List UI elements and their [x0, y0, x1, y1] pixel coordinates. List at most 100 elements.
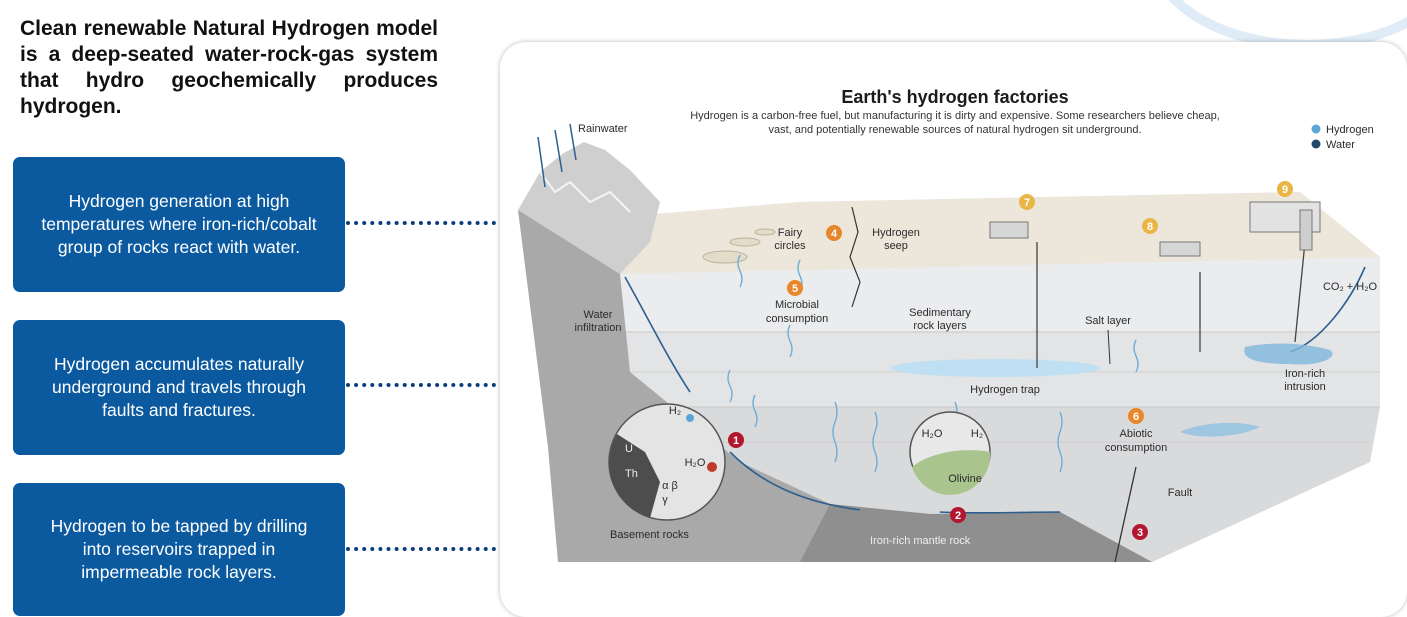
diagram-panel: Earth's hydrogen factories Hydrogen is a… — [500, 42, 1407, 617]
legend-hydrogen-swatch — [1311, 124, 1321, 134]
marker-5-label: 5 — [792, 283, 798, 295]
factory-tank-icon — [1299, 209, 1313, 251]
label-alpha-beta: α β — [662, 480, 678, 492]
connector-dots — [346, 547, 496, 551]
label-fairy-circles: circles — [774, 240, 806, 252]
headline: Clean renewable Natural Hydrogen model i… — [20, 17, 438, 118]
hydrogen-trap-reservoir — [890, 359, 1100, 377]
label-uranium: U — [625, 443, 633, 455]
label-sedimentary-layers: rock layers — [913, 320, 967, 332]
facility-icon — [989, 221, 1029, 239]
label-water-infiltration: infiltration — [574, 322, 621, 334]
label-microbial-consumption: Microbial — [775, 299, 819, 311]
marker-9 — [1277, 181, 1293, 197]
hydrogen-rise — [872, 411, 878, 473]
marker-3-label: 3 — [1137, 527, 1143, 539]
info-card-text: Hydrogen accumulates naturally undergrou… — [52, 354, 306, 420]
hydrogen-rise — [1057, 411, 1063, 473]
label-gamma: γ — [662, 494, 668, 506]
seep-fault — [849, 206, 861, 308]
water-flow — [624, 276, 691, 393]
fairy-circle — [729, 237, 761, 247]
marker-7-label: 7 — [1024, 197, 1030, 209]
label-h2o-molecule: H₂O — [922, 428, 943, 440]
hydrogen-rise — [832, 401, 838, 463]
intrusion-branch — [1180, 422, 1260, 437]
marker-6-label: 6 — [1133, 411, 1139, 423]
radiolysis-rock — [609, 434, 660, 518]
marker-8 — [1142, 218, 1158, 234]
rain-line — [554, 129, 563, 173]
diagram-subtitle-line2: vast, and potentially renewable sources … — [768, 124, 1141, 136]
hydrogen-rise — [737, 254, 743, 288]
label-rainwater: Rainwater — [578, 123, 628, 135]
mantle-rock-area — [800, 504, 1152, 562]
connector-dots — [346, 383, 496, 387]
marker-2-label: 2 — [955, 510, 961, 522]
marker-1 — [728, 432, 744, 448]
label-iron-rich-intrusion: Iron-rich — [1285, 368, 1325, 380]
label-basement-rocks: Basement rocks — [610, 529, 689, 541]
drill-well — [1294, 241, 1306, 343]
marker-4-label: 4 — [831, 228, 838, 240]
marker-5 — [787, 280, 803, 296]
label-hydrogen-trap: Hydrogen trap — [970, 384, 1040, 396]
hydrogen-molecule-icon — [686, 414, 694, 422]
info-card-generation: Hydrogen generation at high temperatures… — [13, 157, 345, 292]
info-card-drilling: Hydrogen to be tapped by drilling into r… — [13, 483, 345, 616]
rain-line — [537, 136, 546, 188]
marker-8-label: 8 — [1147, 221, 1153, 233]
rain-line — [569, 123, 577, 161]
legend-water-label: Water — [1326, 139, 1355, 151]
connector-dots — [346, 221, 496, 225]
hydrogen-rise — [1133, 339, 1139, 373]
diagram-title: Earth's hydrogen factories — [841, 87, 1068, 107]
mountain-ridge — [539, 171, 631, 213]
label-olivine: Olivine — [948, 473, 982, 485]
hydrogen-rise — [727, 369, 733, 403]
info-card-text: Hydrogen generation at high temperatures… — [41, 191, 317, 257]
hydrogen-factories-diagram: Earth's hydrogen factories Hydrogen is a… — [518, 87, 1380, 563]
fault-line — [1114, 466, 1137, 563]
label-co2-h2o: CO₂ + H₂O — [1323, 281, 1378, 293]
salt-leader — [1107, 329, 1111, 365]
label-abiotic-consumption: Abiotic — [1119, 428, 1153, 440]
marker-6 — [1128, 408, 1144, 424]
olivine-area — [912, 450, 991, 495]
hydrogen-rise — [787, 324, 793, 358]
label-sedimentary-layers: Sedimentary — [909, 307, 971, 319]
label-h2-molecule: H₂ — [971, 428, 983, 440]
info-card-accumulation: Hydrogen accumulates naturally undergrou… — [13, 320, 345, 455]
label-fault: Fault — [1168, 487, 1192, 499]
label-microbial-consumption: consumption — [766, 313, 828, 325]
marker-9-label: 9 — [1282, 184, 1288, 196]
label-hydrogen-seep: Hydrogen — [872, 227, 920, 239]
fairy-circle — [754, 228, 776, 236]
marker-3 — [1132, 524, 1148, 540]
label-salt-layer: Salt layer — [1085, 315, 1131, 327]
legend-hydrogen-label: Hydrogen — [1326, 124, 1374, 136]
label-water-infiltration: Water — [584, 309, 613, 321]
legend-water-swatch — [1311, 139, 1321, 149]
info-card-text: Hydrogen to be tapped by drilling into r… — [50, 516, 308, 582]
marker-1-label: 1 — [733, 435, 739, 447]
iron-rich-intrusion — [1244, 343, 1333, 365]
facility-icon — [1159, 241, 1201, 257]
marker-4 — [826, 225, 842, 241]
fairy-circle — [702, 250, 748, 264]
label-h2-molecule: H₂ — [669, 405, 681, 417]
diagram-subtitle-line1: Hydrogen is a carbon-free fuel, but manu… — [690, 110, 1220, 122]
label-iron-rich-intrusion: intrusion — [1284, 381, 1326, 393]
label-h2o-molecule: H₂O — [685, 457, 706, 469]
sediment-layer — [620, 257, 1380, 332]
hydrogen-rise — [752, 394, 758, 428]
mountain — [518, 142, 660, 274]
water-flow — [729, 451, 861, 511]
label-fairy-circles: Fairy — [778, 227, 803, 239]
label-iron-rich-mantle: Iron-rich mantle rock — [870, 535, 971, 547]
water-molecule-icon — [707, 462, 717, 472]
label-hydrogen-seep: seep — [884, 240, 908, 252]
marker-7 — [1019, 194, 1035, 210]
label-abiotic-consumption: consumption — [1105, 442, 1167, 454]
marker-2 — [950, 507, 966, 523]
